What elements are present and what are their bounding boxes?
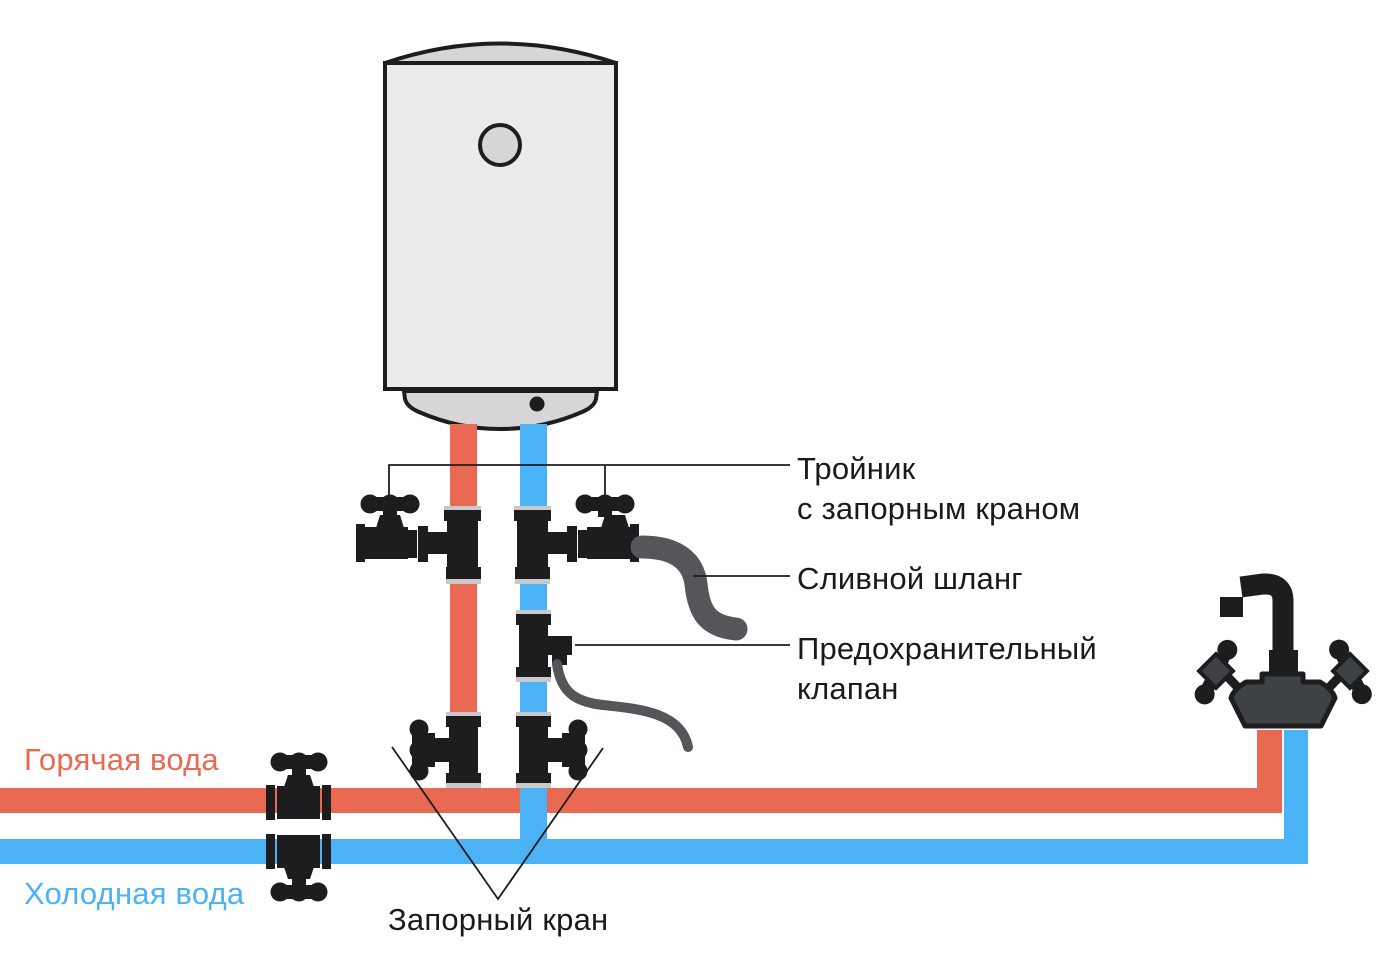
hot-water-pipes: [0, 424, 1282, 813]
cold-main-valve: [266, 834, 331, 902]
tank-dial-circle: [478, 123, 522, 167]
hot-riser-shutoff-valve: [409, 712, 481, 788]
faucet-spout-tip: [1220, 597, 1243, 617]
hot-main-valve: [266, 752, 331, 820]
drain-hose: [630, 535, 748, 641]
safety-valve-label-line1: Предохранительный: [797, 631, 1097, 666]
cold-water-label: Холодная вода: [24, 876, 245, 911]
valve-wheel-handle: [270, 882, 328, 902]
shutoff-callout-line: [391, 746, 604, 901]
valve-wheel-handle: [575, 494, 635, 514]
valve-wheel-handle: [568, 719, 588, 781]
tee-callout-line: [388, 464, 790, 497]
tank-body: [383, 61, 618, 391]
shutoff-valve-label: Запорный кран: [388, 902, 609, 937]
safety-valve-hose: [552, 659, 693, 752]
safety-valve-label-line2: клапан: [797, 671, 899, 706]
cold-tee-with-valve: [514, 494, 639, 584]
faucet-body: [1228, 671, 1338, 729]
valve-wheel-handle: [409, 719, 429, 781]
water-heater-tank: [383, 41, 618, 432]
faucet-collar: [1269, 650, 1298, 675]
tank-top-cap: [384, 41, 617, 65]
safety-valve: [516, 610, 572, 682]
tee-valve-label: Тройник с запорным краном: [797, 449, 1080, 529]
faucet-spout: [1239, 573, 1294, 656]
tank-bottom-cap: [401, 389, 600, 432]
tee-valve-label-line1: Тройник: [797, 451, 916, 486]
hot-water-label: Горячая вода: [24, 742, 219, 777]
hot-tee-with-valve: [356, 494, 481, 584]
valve-wheel-handle: [270, 752, 328, 772]
cold-riser-shutoff-valve: [516, 712, 588, 788]
drain-hose-label: Сливной шланг: [797, 561, 1023, 596]
tank-drain-dot: [529, 396, 545, 412]
mixer-tap: [1194, 573, 1372, 729]
valve-wheel-handle: [360, 494, 420, 514]
cold-water-pipes: [0, 424, 1308, 864]
tee-valve-label-line2: с запорным краном: [797, 491, 1081, 526]
callout-lines: [388, 464, 790, 901]
safety-valve-label: Предохранительный клапан: [797, 629, 1097, 709]
